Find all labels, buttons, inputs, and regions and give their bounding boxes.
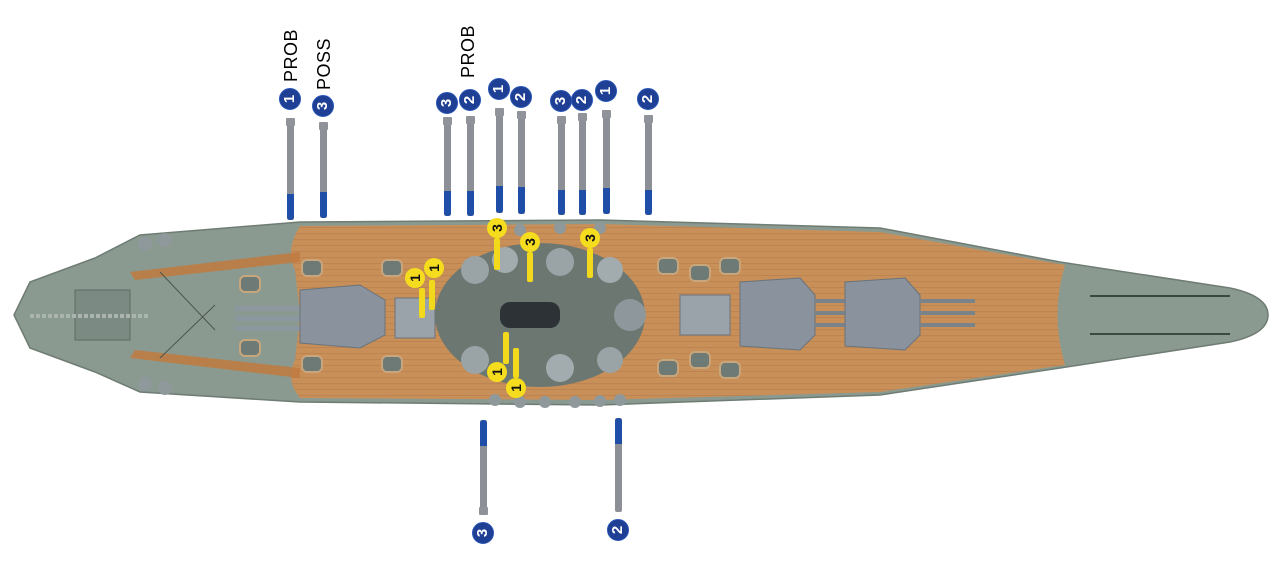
bomb-count-badge: 3 <box>580 228 600 248</box>
hit-count-badge: 2 <box>637 88 659 110</box>
bomb-marker <box>513 348 519 378</box>
torpedo-rod <box>466 116 475 216</box>
probable-label-mid: PROB <box>458 24 478 78</box>
superstructure <box>435 243 646 387</box>
hit-count-badge: 2 <box>459 89 481 111</box>
main-turret-forward-2 <box>844 277 975 351</box>
torpedo-rod <box>644 115 653 215</box>
hit-count-badge: 1 <box>595 80 617 102</box>
bomb-count-badge: 1 <box>506 378 526 398</box>
torpedo-rod <box>557 116 566 215</box>
torpedo-rod <box>615 418 622 512</box>
torpedo-rod <box>443 117 452 216</box>
bomb-count-badge: 1 <box>487 362 507 382</box>
bomb-count-badge: 3 <box>487 218 507 238</box>
hit-count-badge: 3 <box>312 95 334 117</box>
hit-count-badge: 2 <box>607 519 629 541</box>
torpedo-rod <box>479 420 488 515</box>
possible-label-3: POSS <box>314 37 334 90</box>
bomb-count-badge: 1 <box>424 258 444 278</box>
hit-count-badge: 2 <box>571 89 593 111</box>
bomb-count-badge: 1 <box>405 268 425 288</box>
hit-count-badge: 3 <box>550 90 572 112</box>
hit-count-badge: 3 <box>436 92 458 114</box>
bomb-marker <box>527 252 533 282</box>
probable-label-1: PROB <box>281 28 301 82</box>
bomb-count-badge: 3 <box>520 232 540 252</box>
bomb-marker <box>494 238 500 270</box>
torpedo-rod <box>578 113 587 215</box>
hit-count-badge: 1 <box>279 88 301 110</box>
hit-count-badge: 1 <box>488 78 510 100</box>
hit-count-badge: 2 <box>510 86 532 108</box>
hit-count-badge: 3 <box>472 522 494 544</box>
bomb-marker <box>503 332 509 364</box>
torpedo-rod <box>286 118 295 220</box>
torpedo-rod <box>517 111 526 214</box>
main-turret-rear <box>235 284 436 349</box>
torpedo-rod <box>319 122 328 218</box>
bomb-marker <box>419 288 425 318</box>
bomb-marker <box>429 280 435 310</box>
torpedo-rod <box>495 108 504 213</box>
torpedo-rod <box>602 110 611 214</box>
bomb-marker <box>587 248 593 278</box>
